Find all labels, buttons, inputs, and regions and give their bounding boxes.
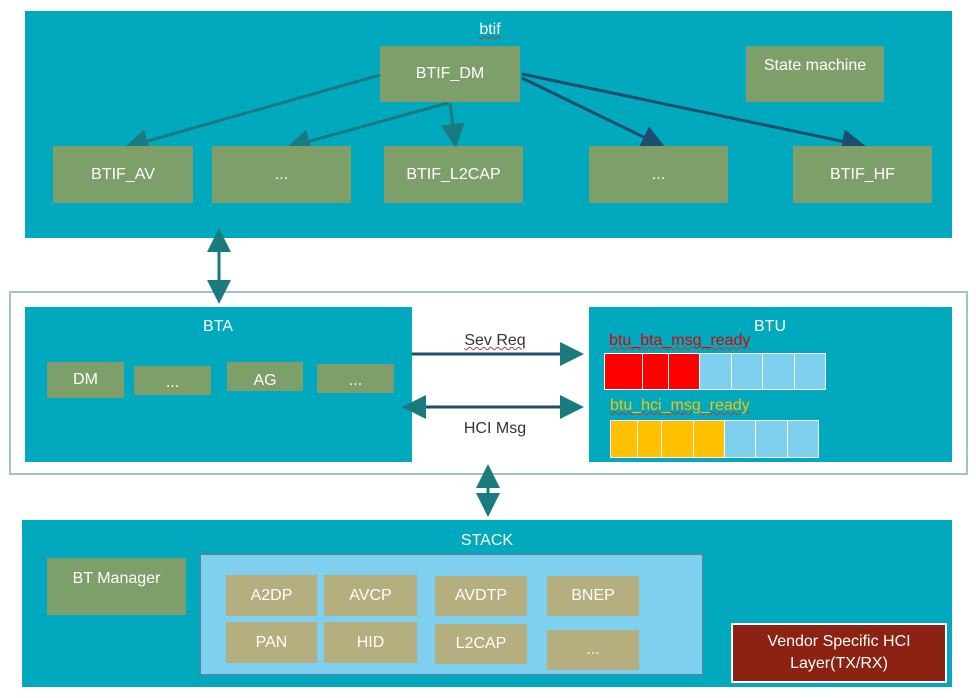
pan-box: PAN [226,622,317,663]
queue-slot-empty [725,421,756,457]
queue-slot-filled [611,421,638,457]
avdtp-box: AVDTP [435,576,527,616]
btu-bta-queue-label: btu_bta_msg_ready [609,332,751,349]
l2cap-box: L2CAP [435,624,527,664]
queue-slot-filled [694,421,725,457]
btif-ellipsis-box: ... [589,146,728,203]
queue-slot-empty [732,354,763,389]
queue-slot-empty [788,421,818,457]
queue-slot-filled [643,354,669,389]
bta-ellipsis-box: ... [134,366,211,395]
queue-slot-filled [662,421,694,457]
bta-dm-box: DM [47,362,124,398]
queue-slot-filled [605,354,643,389]
bt-manager-box: BT Manager [47,558,186,615]
queue-slot-filled [669,354,700,389]
avcp-box: AVCP [324,575,417,616]
arrow-dm-dots1 [286,101,449,153]
bta-title: BTA [203,318,233,335]
queue-slot-empty [795,354,825,389]
bnep-box: BNEP [547,576,639,616]
btif-hf-box: BTIF_HF [793,146,932,203]
arrow-dm-l2cap [440,102,465,148]
btu-title: BTU [754,318,786,335]
btu-hci-queue [610,420,819,458]
btif-ellipsis-box: ... [212,146,351,203]
queue-slot-filled [638,421,662,457]
protocol-ellipsis-box: ... [547,630,639,670]
queue-slot-empty [700,354,732,389]
a2dp-box: A2DP [226,575,317,616]
queue-slot-empty [763,354,795,389]
state-machine-box: State machine [746,46,884,102]
btif-title: btif [479,21,501,38]
vendor-hci-box: Vendor Specific HCI Layer(TX/RX) [731,623,947,683]
arrow-dm-hf [521,72,866,154]
btu-bta-queue [604,353,826,390]
arrow-dm-dots2 [521,76,666,148]
hid-box: HID [324,622,417,663]
btif-l2cap-box: BTIF_L2CAP [384,146,523,203]
queue-slot-empty [756,421,788,457]
bta-ellipsis-box: ... [317,364,394,393]
arrow-dm-av [124,73,381,153]
hci-msg-label: HCI Msg [463,420,527,437]
btu-hci-queue-label: btu_hci_msg_ready [610,397,750,414]
bta-ag-box: AG [227,362,303,391]
btif-dm-box: BTIF_DM [380,46,520,102]
btif-av-box: BTIF_AV [53,146,193,203]
sev-req-label: Sev Req [464,332,526,349]
stack-title: STACK [460,532,514,549]
